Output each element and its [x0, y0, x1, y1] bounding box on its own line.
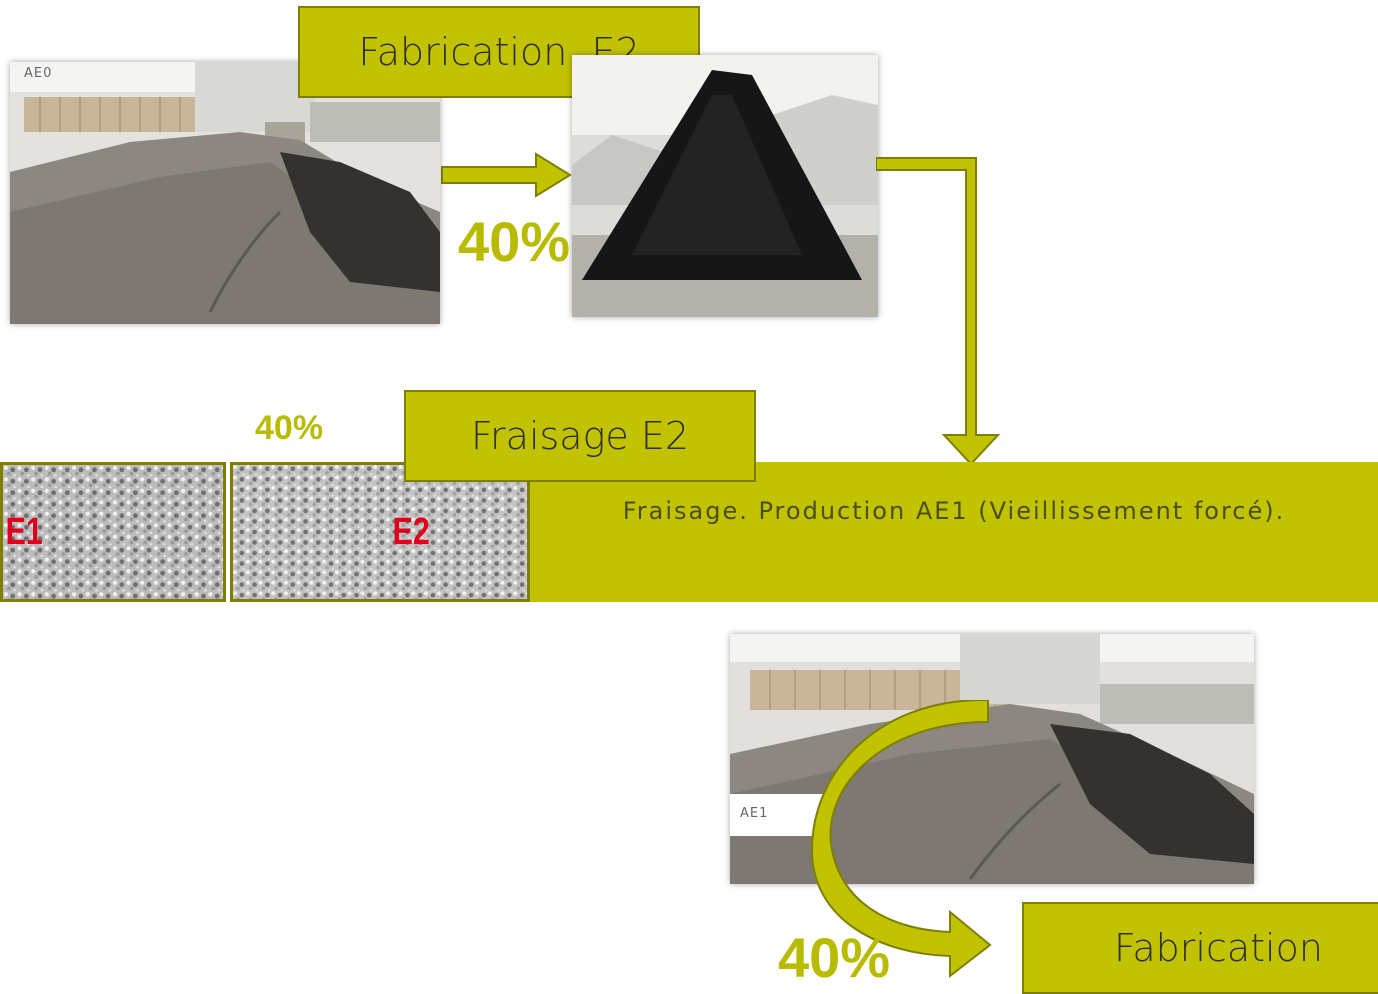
gravel-e2: E2	[230, 462, 530, 602]
photo-ae0-image	[10, 62, 440, 324]
gravel-e1-label: E1	[5, 511, 43, 553]
gravel-e2-texture	[233, 465, 527, 599]
fraisage-e2-box: Fraisage E2	[404, 390, 756, 482]
curved-arrow-ae1-to-fabrication	[810, 700, 992, 979]
percent-bottom: 40%	[778, 926, 891, 989]
photo-asphalt-pile	[572, 55, 878, 317]
fabrication-e2-label: Fabrication E2	[358, 30, 640, 74]
percent-middle: 40%	[255, 409, 324, 447]
gravel-e1-texture	[3, 465, 223, 599]
gravel-e2-label: E2	[392, 511, 430, 553]
arrow-pile-to-band	[876, 157, 1001, 466]
fraisage-production-text: Fraisage. Production AE1 (Vieillissement…	[622, 497, 1286, 525]
photo-ae1-label: AE1	[740, 806, 769, 821]
photo-ae0: AE0	[10, 62, 440, 324]
percent-top: 40%	[458, 210, 571, 273]
fabrication-bottom-box: Fabrication	[1022, 902, 1378, 994]
fabrication-bottom-label: Fabrication	[1114, 926, 1323, 970]
photo-asphalt-pile-image	[572, 55, 878, 317]
fraisage-production-band: Fraisage. Production AE1 (Vieillissement…	[530, 462, 1378, 602]
photo-ae0-label: AE0	[24, 66, 53, 81]
gravel-e1: E1	[0, 462, 226, 602]
fraisage-e2-label: Fraisage E2	[470, 414, 690, 458]
arrow-ae0-to-pile	[441, 152, 572, 198]
